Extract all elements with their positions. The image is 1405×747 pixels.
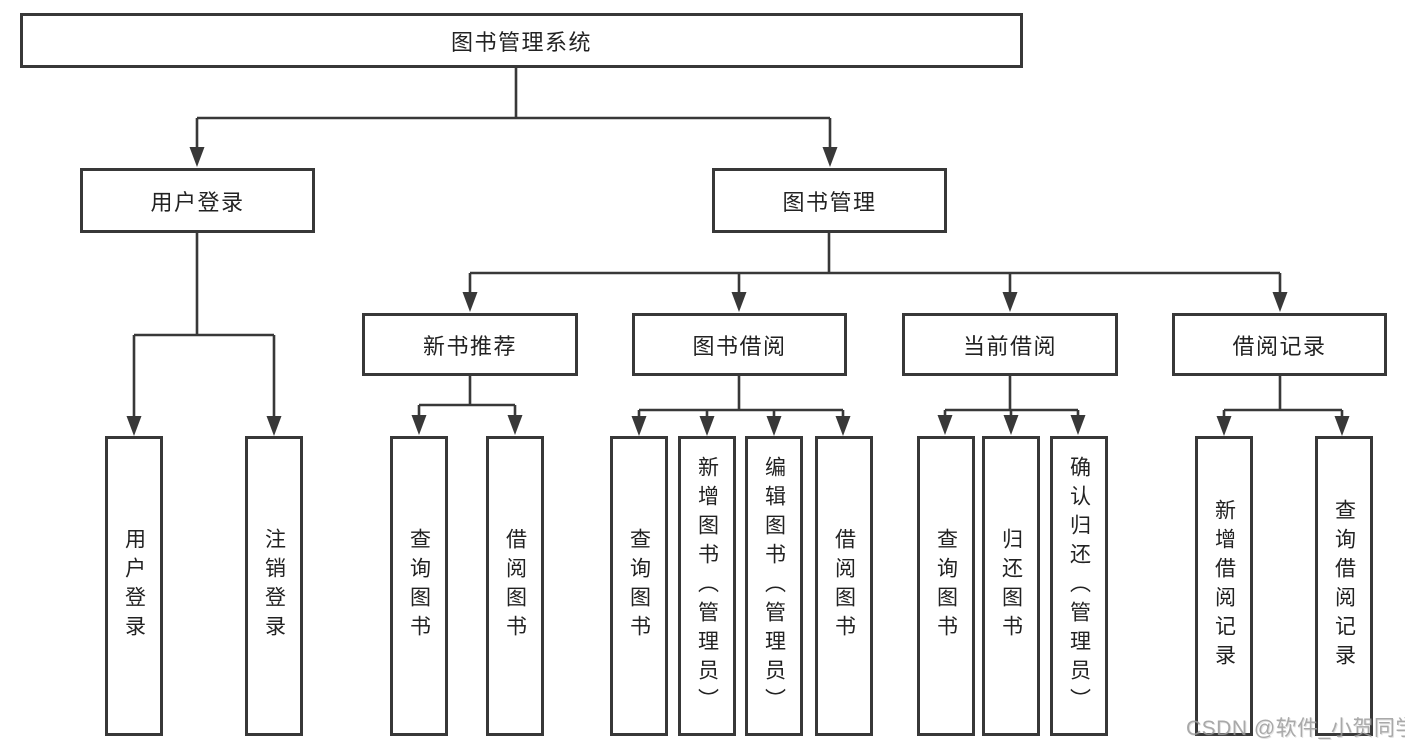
node-book-borrowing: 图书借阅	[632, 313, 847, 376]
leaf-records-add-record: 新增借阅记录	[1195, 436, 1253, 736]
node-borrowing-records: 借阅记录	[1172, 313, 1387, 376]
leaf-logout: 注销登录	[245, 436, 303, 736]
leaf-recommend-query-books: 查询图书	[390, 436, 448, 736]
leaf-records-query-record: 查询借阅记录	[1315, 436, 1373, 736]
watermark-text: CSDN @软件_小贺同学	[1186, 717, 1405, 740]
leaf-borrowing-edit-books: 编辑图书（管理员）	[745, 436, 803, 736]
node-user-login: 用户登录	[80, 168, 315, 233]
connector-path	[132, 68, 1344, 420]
node-book-management: 图书管理	[712, 168, 947, 233]
node-new-book-recommend: 新书推荐	[362, 313, 578, 376]
leaf-user-login: 用户登录	[105, 436, 163, 736]
leaf-current-return-books: 归还图书	[982, 436, 1040, 736]
leaf-borrowing-add-books: 新增图书（管理员）	[678, 436, 736, 736]
leaf-borrowing-borrow-books: 借阅图书	[815, 436, 873, 736]
leaf-current-confirm-return: 确认归还（管理员）	[1050, 436, 1108, 736]
node-root: 图书管理系统	[20, 13, 1023, 68]
leaf-recommend-borrow-books: 借阅图书	[486, 436, 544, 736]
node-current-borrowing: 当前借阅	[902, 313, 1118, 376]
leaf-borrowing-query-books: 查询图书	[610, 436, 668, 736]
leaf-current-query-books: 查询图书	[917, 436, 975, 736]
